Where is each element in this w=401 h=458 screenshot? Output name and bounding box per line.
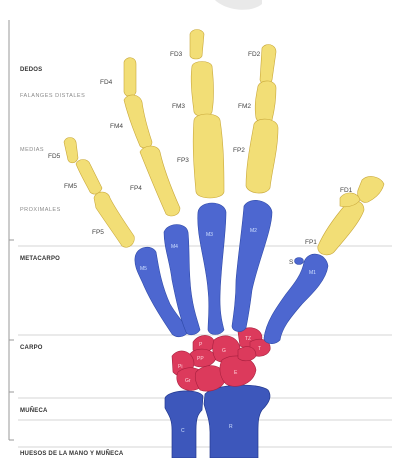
label-fm4: FM4 bbox=[110, 123, 123, 130]
carpal-label-7: Gr bbox=[185, 378, 191, 384]
label-fd5: FD5 bbox=[48, 153, 61, 160]
forearm-bones: C R bbox=[165, 385, 270, 458]
carpal-label-5: T bbox=[258, 346, 261, 352]
metacarpal-1 bbox=[264, 254, 328, 344]
phalanx-fp5 bbox=[94, 192, 134, 247]
label-m3: M3 bbox=[206, 232, 213, 238]
label-m4: M4 bbox=[171, 244, 178, 250]
diagram-caption: HUESOS DE LA MANO Y MUÑECA bbox=[20, 450, 124, 457]
carpal-bones: P PP G TZ T Pi Gr E bbox=[172, 328, 270, 391]
sesamoid-bone bbox=[295, 258, 304, 265]
phalanx-fd3 bbox=[190, 30, 204, 60]
label-fd2: FD2 bbox=[248, 51, 261, 58]
label-fd3: FD3 bbox=[170, 51, 183, 58]
ulna-bone bbox=[165, 391, 203, 458]
section-muneca: MUÑECA bbox=[20, 407, 48, 414]
section-carpo: CARPO bbox=[20, 345, 43, 351]
phalanx-fm2 bbox=[255, 81, 276, 123]
phalanx-fp4 bbox=[140, 146, 180, 216]
ulna-label: C bbox=[181, 428, 185, 434]
section-dedos: DEDOS bbox=[20, 67, 42, 73]
label-fm3: FM3 bbox=[172, 103, 185, 110]
carpal-label-6: Pi bbox=[178, 364, 182, 370]
label-s: S bbox=[289, 259, 294, 266]
label-fp4: FP4 bbox=[130, 185, 142, 192]
section-proximales: PROXIMALES bbox=[20, 207, 61, 213]
phalanx-fp2 bbox=[246, 119, 278, 193]
phalanx-fm4 bbox=[124, 95, 152, 148]
label-fd1: FD1 bbox=[340, 187, 353, 194]
metacarpal-bones: M5 M4 M3 M2 M1 S bbox=[135, 200, 328, 343]
metacarpal-3 bbox=[198, 203, 226, 335]
phalanx-fd2 bbox=[260, 45, 276, 85]
carpal-label-3: G bbox=[222, 348, 226, 354]
label-fp5: FP5 bbox=[92, 229, 104, 236]
section-metacarpo: METACARPO bbox=[20, 256, 60, 262]
metacarpal-2 bbox=[232, 200, 272, 331]
phalanx-fd1 bbox=[358, 177, 384, 203]
phalanx-fd5 bbox=[64, 138, 78, 163]
label-fp3: FP3 bbox=[177, 157, 189, 164]
section-falanges-distales: FALANGES DISTALES bbox=[20, 93, 85, 99]
label-fp1: FP1 bbox=[305, 239, 317, 246]
label-m5: M5 bbox=[140, 266, 147, 272]
label-m2: M2 bbox=[250, 228, 257, 234]
carpal-bone-10 bbox=[238, 347, 256, 361]
phalanx-fp1 bbox=[318, 201, 364, 255]
phalanx-fd4 bbox=[124, 58, 136, 97]
label-fp2: FP2 bbox=[233, 147, 245, 154]
carpal-bone-9 bbox=[220, 356, 256, 386]
label-fm5: FM5 bbox=[64, 183, 77, 190]
label-fd4: FD4 bbox=[100, 79, 113, 86]
carpal-label-2: PP bbox=[197, 356, 204, 362]
scan-artifact bbox=[215, 0, 262, 10]
phalanx-fm3 bbox=[191, 62, 213, 117]
phalanx-fm5 bbox=[76, 160, 102, 195]
carpal-label-4: TZ bbox=[245, 336, 251, 342]
phalanx-fp3 bbox=[193, 114, 224, 198]
section-medias: MEDIAS bbox=[20, 147, 44, 153]
radius-label: R bbox=[229, 424, 233, 430]
label-m1: M1 bbox=[309, 270, 316, 276]
label-fm2: FM2 bbox=[238, 103, 251, 110]
